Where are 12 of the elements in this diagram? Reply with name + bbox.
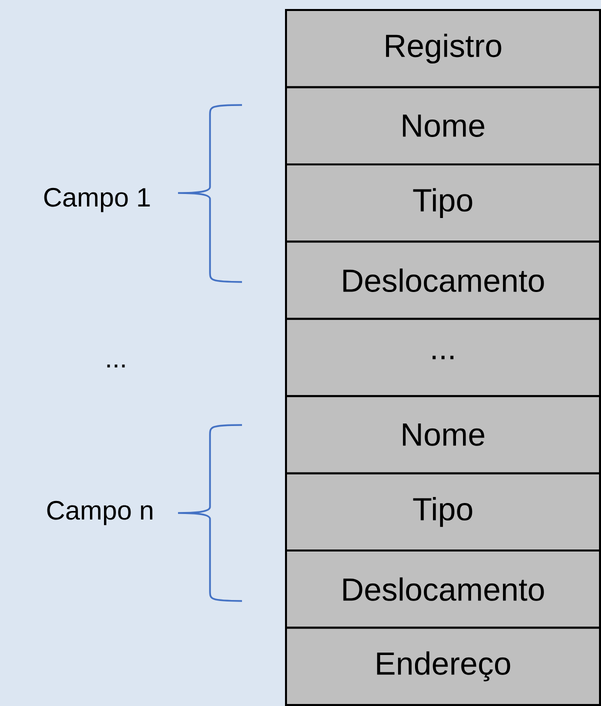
label: ... bbox=[107, 364, 125, 368]
table-cell: Registro bbox=[285, 9, 601, 88]
table-cell: ... bbox=[285, 318, 601, 398]
label: Campo n bbox=[47, 500, 152, 526]
table-cell: Deslocamento bbox=[285, 240, 601, 320]
table-cell: Deslocamento bbox=[285, 550, 601, 629]
table-cell: Nome bbox=[285, 395, 601, 474]
table-cell: Endereço bbox=[285, 626, 601, 706]
table-cell: Nome bbox=[285, 86, 601, 166]
table-cell: Tipo bbox=[285, 163, 601, 243]
table-cell: Tipo bbox=[285, 472, 601, 552]
label: Campo 1 bbox=[44, 188, 150, 212]
